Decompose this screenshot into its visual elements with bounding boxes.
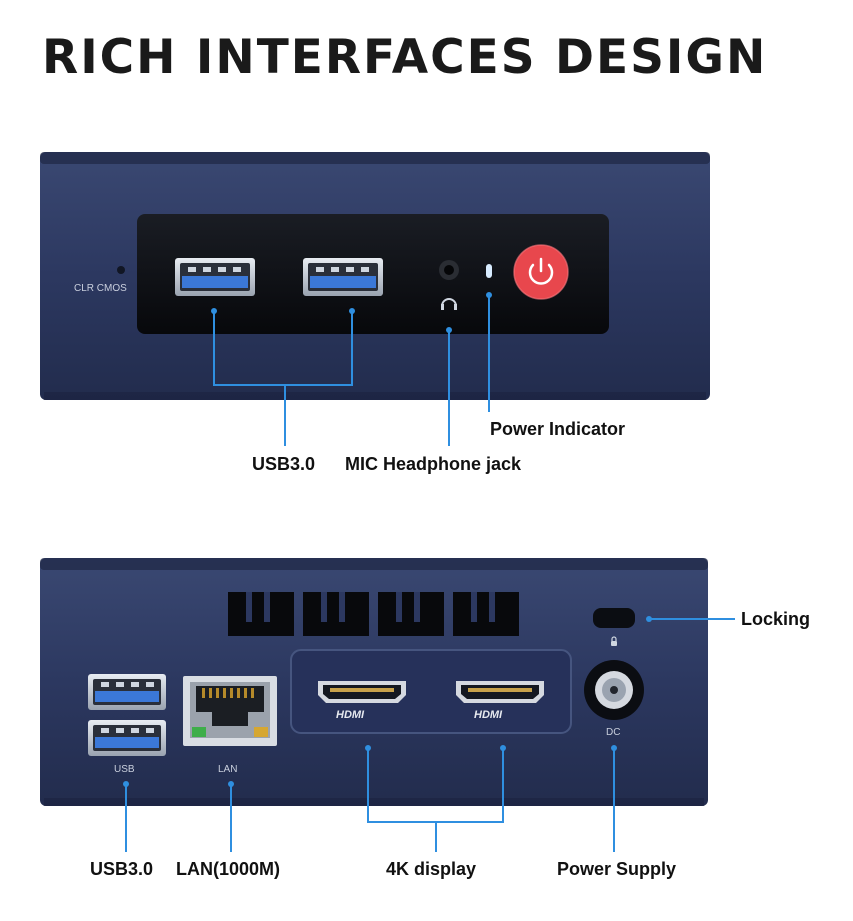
headphone-icon bbox=[441, 298, 457, 310]
page-title: RICH INTERFACES DESIGN bbox=[42, 30, 768, 85]
lan-port bbox=[183, 676, 277, 746]
hdmi-logo-2: HDMI bbox=[474, 709, 503, 721]
back-usb-port-1 bbox=[88, 674, 166, 710]
dc-jack bbox=[584, 660, 644, 720]
front-usb-port-1 bbox=[175, 258, 255, 296]
lan-port-text: LAN bbox=[218, 764, 238, 775]
clr-cmos-text: CLR CMOS bbox=[74, 283, 127, 294]
mic-headphone-label: MIC Headphone jack bbox=[345, 454, 522, 474]
cooling-vents bbox=[228, 592, 519, 636]
hdmi-port-2 bbox=[456, 681, 544, 703]
power-indicator-label: Power Indicator bbox=[490, 419, 626, 439]
lan-label: LAN(1000M) bbox=[176, 859, 281, 879]
power-indicator-led bbox=[486, 264, 492, 278]
display-label: 4K display bbox=[386, 859, 477, 879]
dc-port-text: DC bbox=[606, 727, 621, 738]
power-button bbox=[513, 244, 569, 300]
hdmi-port-1 bbox=[318, 681, 406, 703]
lock-slot bbox=[593, 608, 635, 628]
locking-label: Locking bbox=[741, 609, 811, 629]
usb-port-text: USB bbox=[114, 764, 135, 775]
lock-icon bbox=[611, 636, 617, 646]
hdmi-recess bbox=[290, 649, 572, 734]
back-callout-lines bbox=[123, 616, 735, 852]
back-usb-label: USB3.0 bbox=[90, 859, 154, 879]
front-callout-lines bbox=[211, 292, 492, 446]
audio-jack bbox=[439, 260, 459, 280]
power-supply-label: Power Supply bbox=[557, 859, 677, 879]
front-usb-port-2 bbox=[303, 258, 383, 296]
back-usb-port-2 bbox=[88, 720, 166, 756]
hdmi-logo-1: HDMI bbox=[336, 709, 365, 721]
clr-cmos-hole bbox=[117, 266, 125, 274]
front-usb-label: USB3.0 bbox=[252, 454, 316, 474]
